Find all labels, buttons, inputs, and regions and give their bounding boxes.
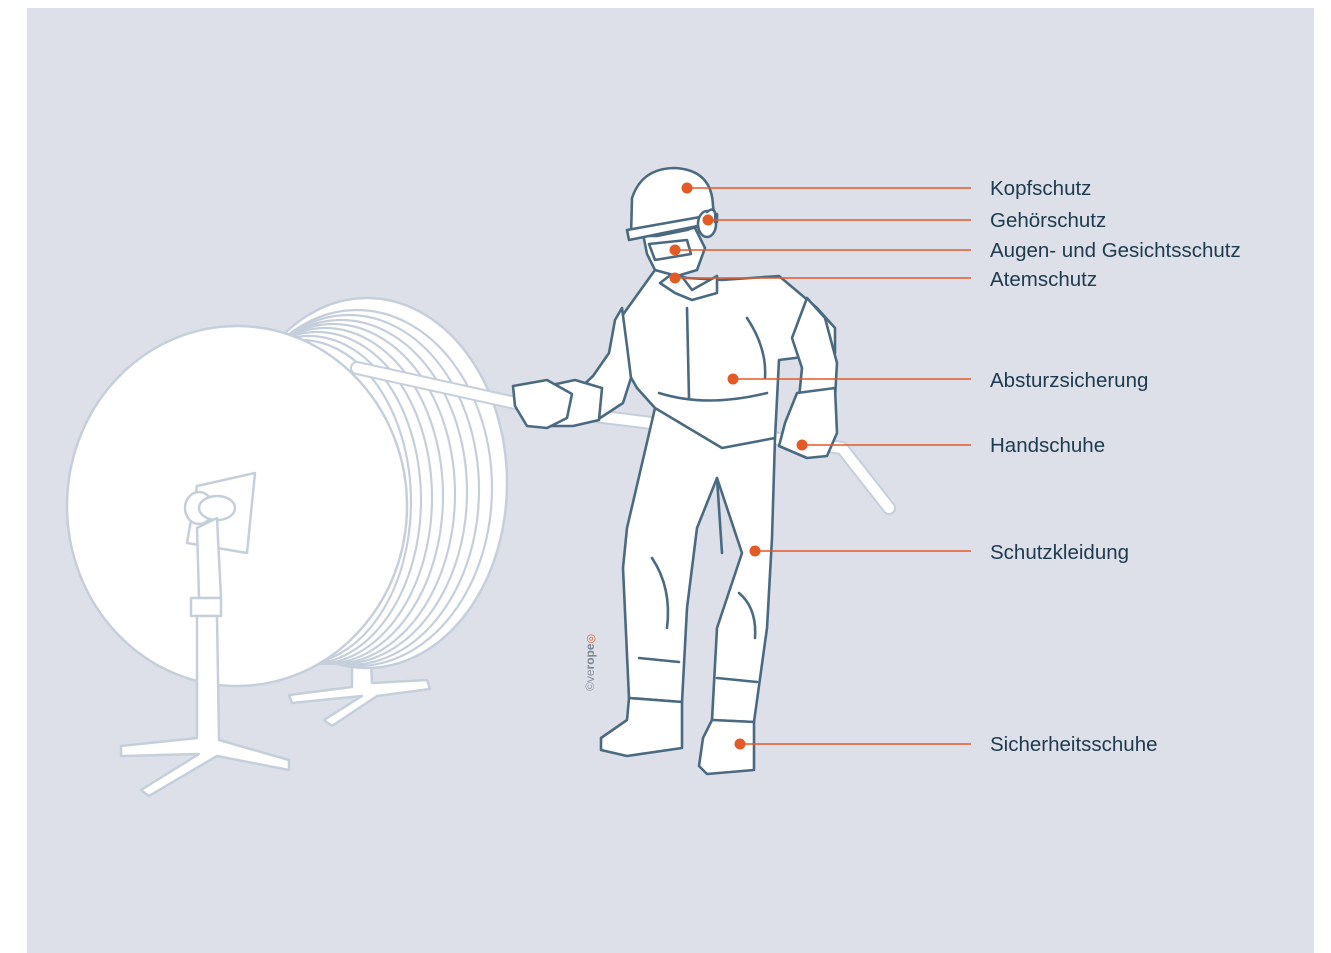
callout-dot-augen (670, 245, 681, 256)
callout-dot-atemschutz (670, 273, 681, 284)
callout-dot-kleidung (750, 546, 761, 557)
callout-dot-gehoerschutz (703, 215, 714, 226)
callout-dot-absturz (728, 374, 739, 385)
label-sicherheitsschuhe: Sicherheitsschuhe (990, 735, 1158, 756)
copyright-brand-prefix: ve (583, 669, 597, 682)
callout-dot-schuhe (735, 739, 746, 750)
label-schutzkleidung: Schutzkleidung (990, 543, 1129, 564)
label-kopfschutz: Kopfschutz (990, 179, 1091, 200)
copyright-symbol: © (583, 682, 597, 691)
label-atemschutz: Atemschutz (990, 270, 1097, 291)
copyright-watermark: ©verope◎ (582, 601, 598, 691)
label-augen-gesichtsschutz: Augen- und Gesichtsschutz (990, 241, 1241, 262)
label-handschuhe: Handschuhe (990, 436, 1105, 457)
copyright-brand-bold: rope (583, 643, 597, 669)
diagram-panel: Kopfschutz Gehörschutz Augen- und Gesich… (27, 8, 1314, 953)
label-absturzsicherung: Absturzsicherung (990, 371, 1148, 392)
ppe-illustration (27, 8, 1314, 953)
label-gehoerschutz: Gehörschutz (990, 211, 1106, 232)
callout-dot-kopfschutz (682, 183, 693, 194)
brand-mark-icon: ◎ (585, 634, 597, 644)
callout-dot-handschuhe (797, 440, 808, 451)
worker-figure (513, 168, 837, 774)
